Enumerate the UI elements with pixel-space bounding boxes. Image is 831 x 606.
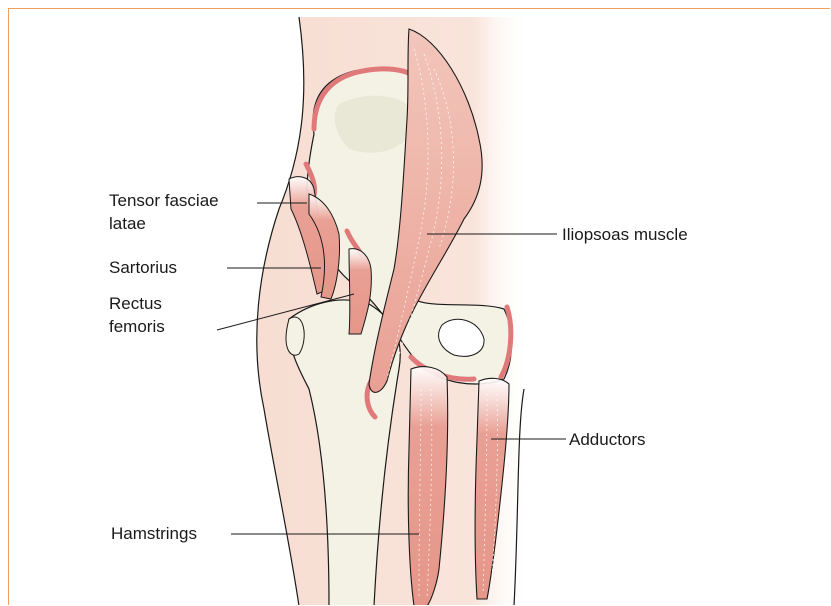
label-tensor-fasciae-latae-line1: Tensor fasciae — [109, 189, 219, 212]
label-rectus-femoris-line2: femoris — [109, 315, 165, 338]
label-hamstrings: Hamstrings — [111, 522, 197, 545]
label-rectus-femoris: Rectus femoris — [109, 292, 165, 338]
label-rectus-femoris-line1: Rectus — [109, 292, 165, 315]
label-tensor-fasciae-latae-line2: latae — [109, 212, 219, 235]
label-adductors: Adductors — [569, 428, 646, 451]
label-sartorius: Sartorius — [109, 256, 177, 279]
label-tensor-fasciae-latae: Tensor fasciae latae — [109, 189, 219, 235]
label-iliopsoas: Iliopsoas muscle — [562, 223, 688, 246]
figure-frame: Tensor fasciae latae Sartorius Rectus fe… — [8, 8, 830, 605]
greater-trochanter — [286, 317, 304, 355]
